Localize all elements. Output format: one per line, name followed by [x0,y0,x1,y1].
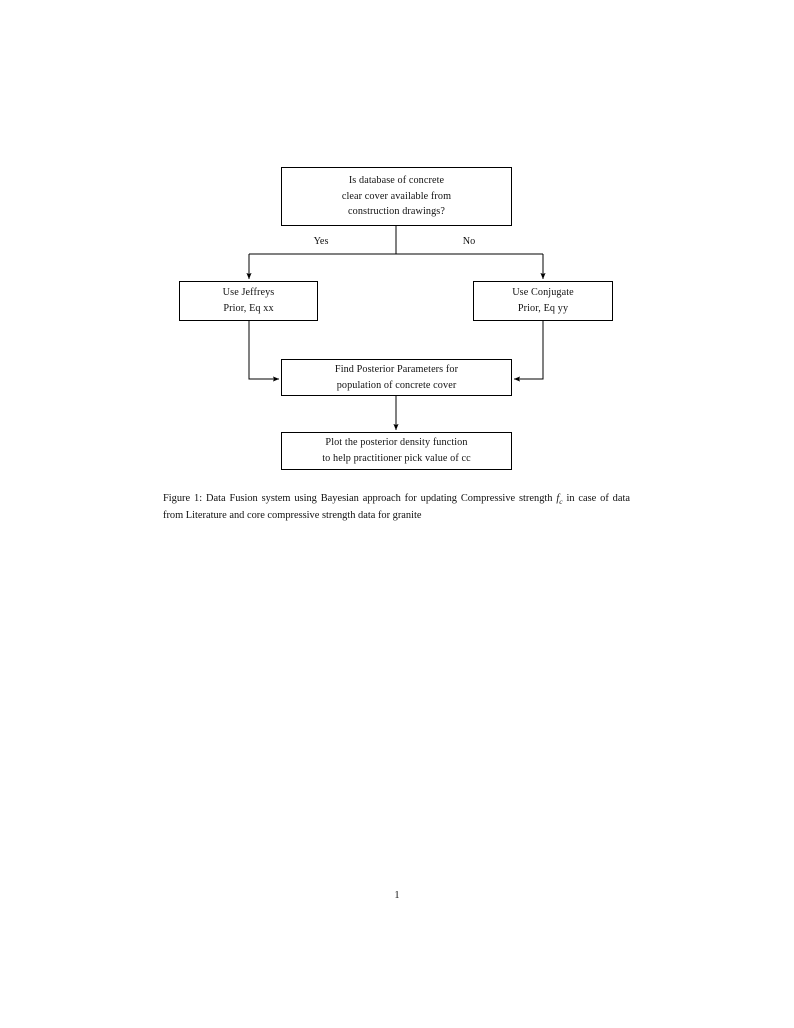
node-jeffreys-line-1: Use Jeffreys [222,287,275,299]
node-decision-database-available: Is database of concrete clear cover avai… [281,167,512,226]
caption-label: Figure 1: [163,493,203,504]
flowchart-connectors [246,226,546,431]
node-posterior-line-1: Find Posterior Parameters for [334,363,459,375]
node-plot-posterior-density: Plot the posterior density function to h… [281,432,512,470]
node-jeffreys-line-2: Prior, Eq xx [223,303,274,314]
node-decision-line-3: construction drawings? [348,206,445,218]
node-conjugate-line-2: Prior, Eq yy [517,303,569,314]
caption-math-variable: fc [556,493,563,507]
node-use-conjugate-prior: Use Conjugate Prior, Eq yy [473,281,613,321]
caption-math-subscript: c [559,497,563,507]
node-plot-line-1: Plot the posterior density function [325,437,468,449]
edge-label-yes: Yes [313,236,329,247]
caption-text-before: Data Fusion system using Bayesian approa… [205,493,553,504]
node-decision-line-2: clear cover available from [341,190,452,202]
figure-caption: Figure 1: Data Fusion system using Bayes… [163,491,630,525]
node-conjugate-line-1: Use Conjugate [512,287,574,299]
node-plot-line-2: to help practitioner pick value of cc [322,453,471,464]
page-number: 1 [394,890,400,901]
edge-jeffreys-to-posterior [248,321,280,382]
figure-flowchart: Is database of concrete clear cover avai… [0,0,794,490]
node-posterior-line-2: population of concrete cover [336,379,457,391]
node-use-jeffreys-prior: Use Jeffreys Prior, Eq xx [179,281,318,321]
edge-label-no: No [462,236,476,247]
caption-math-base: f [556,493,560,504]
node-decision-line-1: Is database of concrete [348,174,445,186]
caption-text-after: in case of data from Literature and core… [163,493,630,522]
edge-conjugate-to-posterior [513,321,544,382]
node-find-posterior-parameters: Find Posterior Parameters for population… [281,359,512,396]
